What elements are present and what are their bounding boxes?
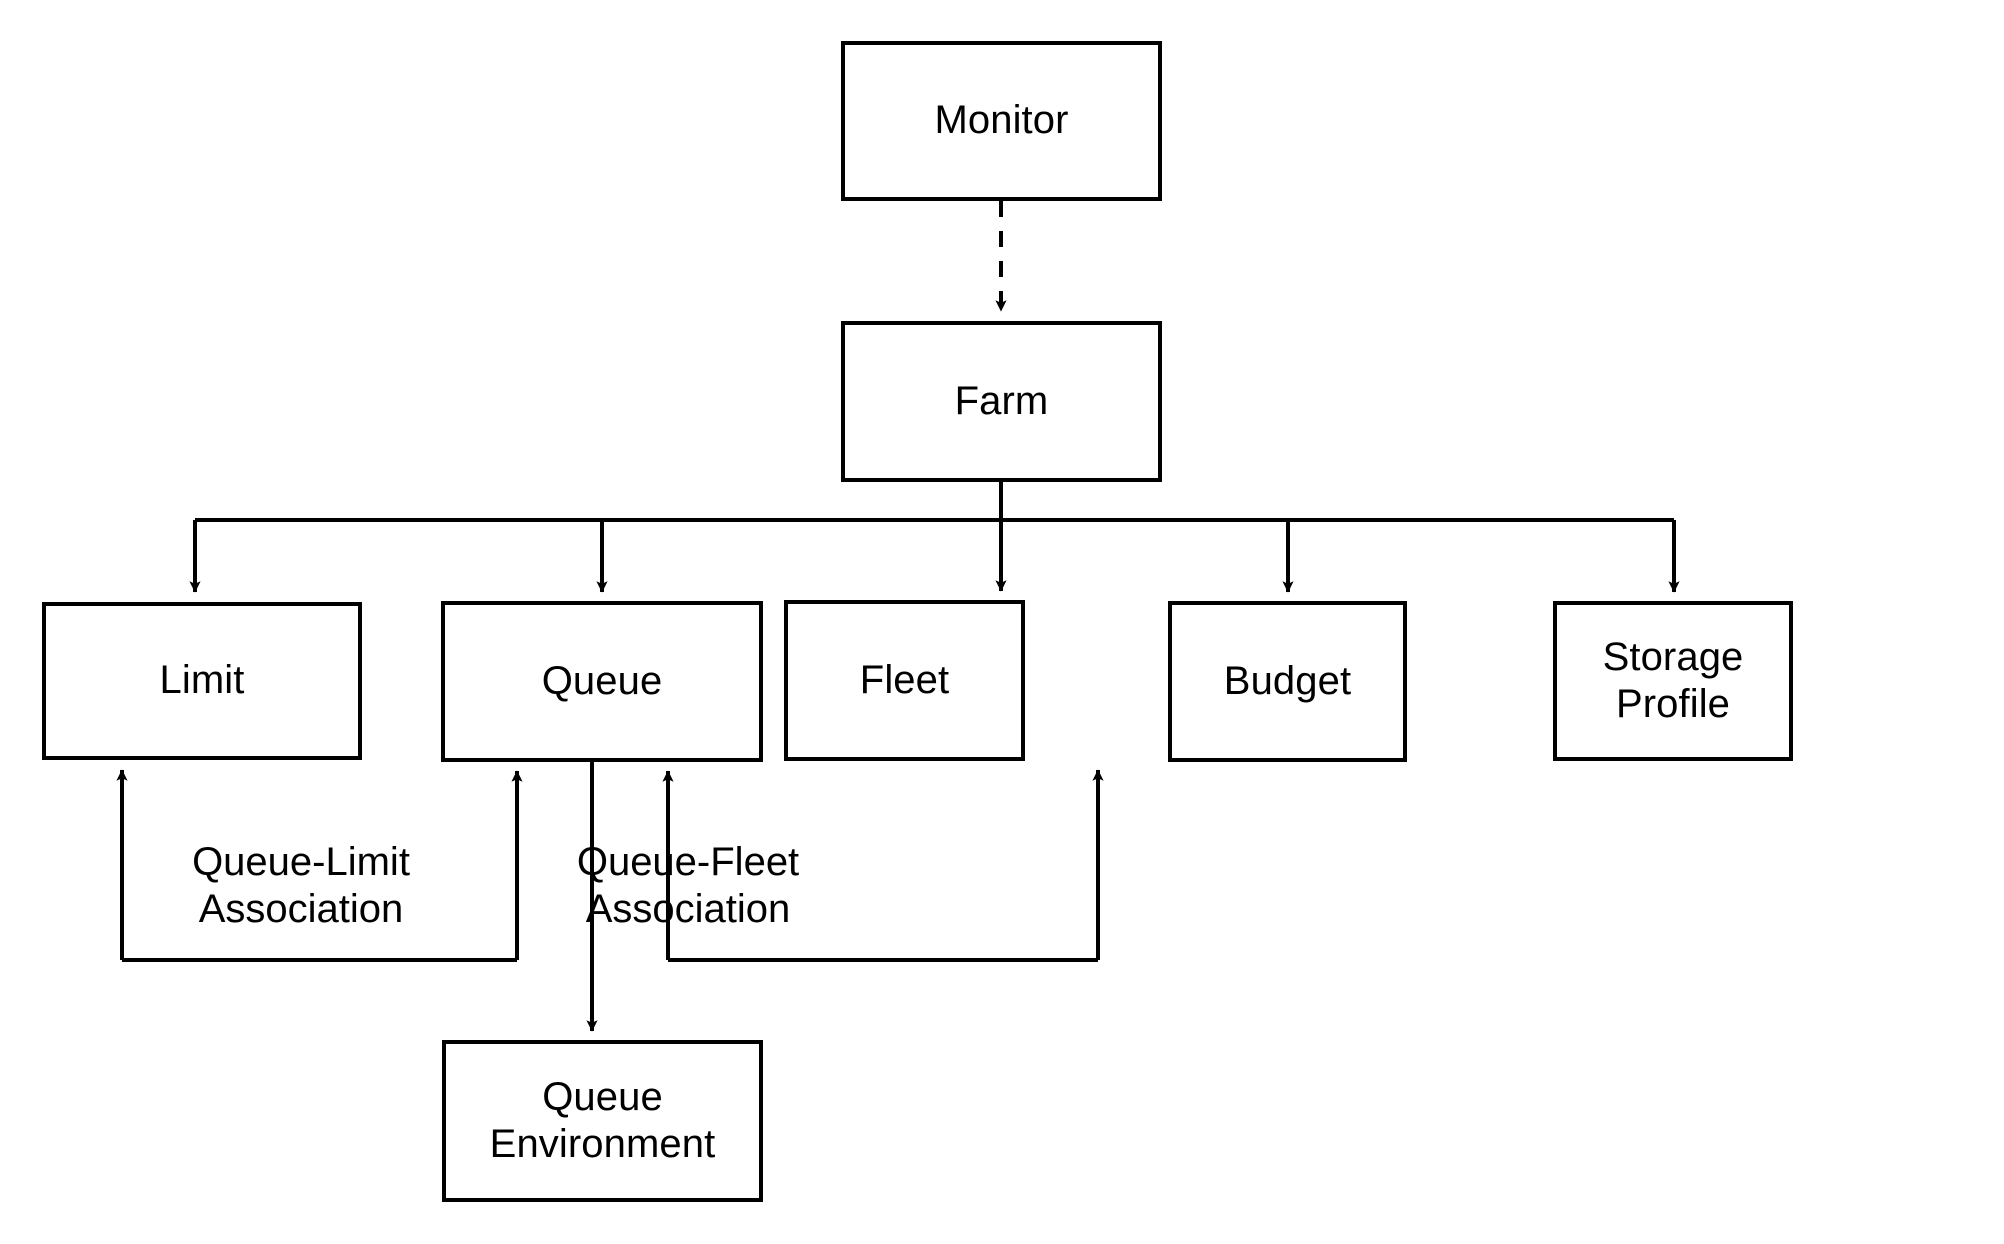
node-monitor[interactable]: Monitor — [841, 41, 1162, 201]
node-queue[interactable]: Queue — [441, 601, 763, 762]
node-queue-environment[interactable]: Queue Environment — [442, 1040, 763, 1202]
node-limit[interactable]: Limit — [42, 602, 362, 760]
node-fleet[interactable]: Fleet — [784, 600, 1025, 761]
node-storage-profile[interactable]: Storage Profile — [1553, 601, 1793, 761]
node-budget[interactable]: Budget — [1168, 601, 1407, 762]
edge-label-queue-fleet-association: Queue-Fleet Association — [576, 840, 800, 932]
node-farm[interactable]: Farm — [841, 321, 1162, 482]
edge-label-queue-limit-association: Queue-Limit Association — [192, 840, 410, 932]
